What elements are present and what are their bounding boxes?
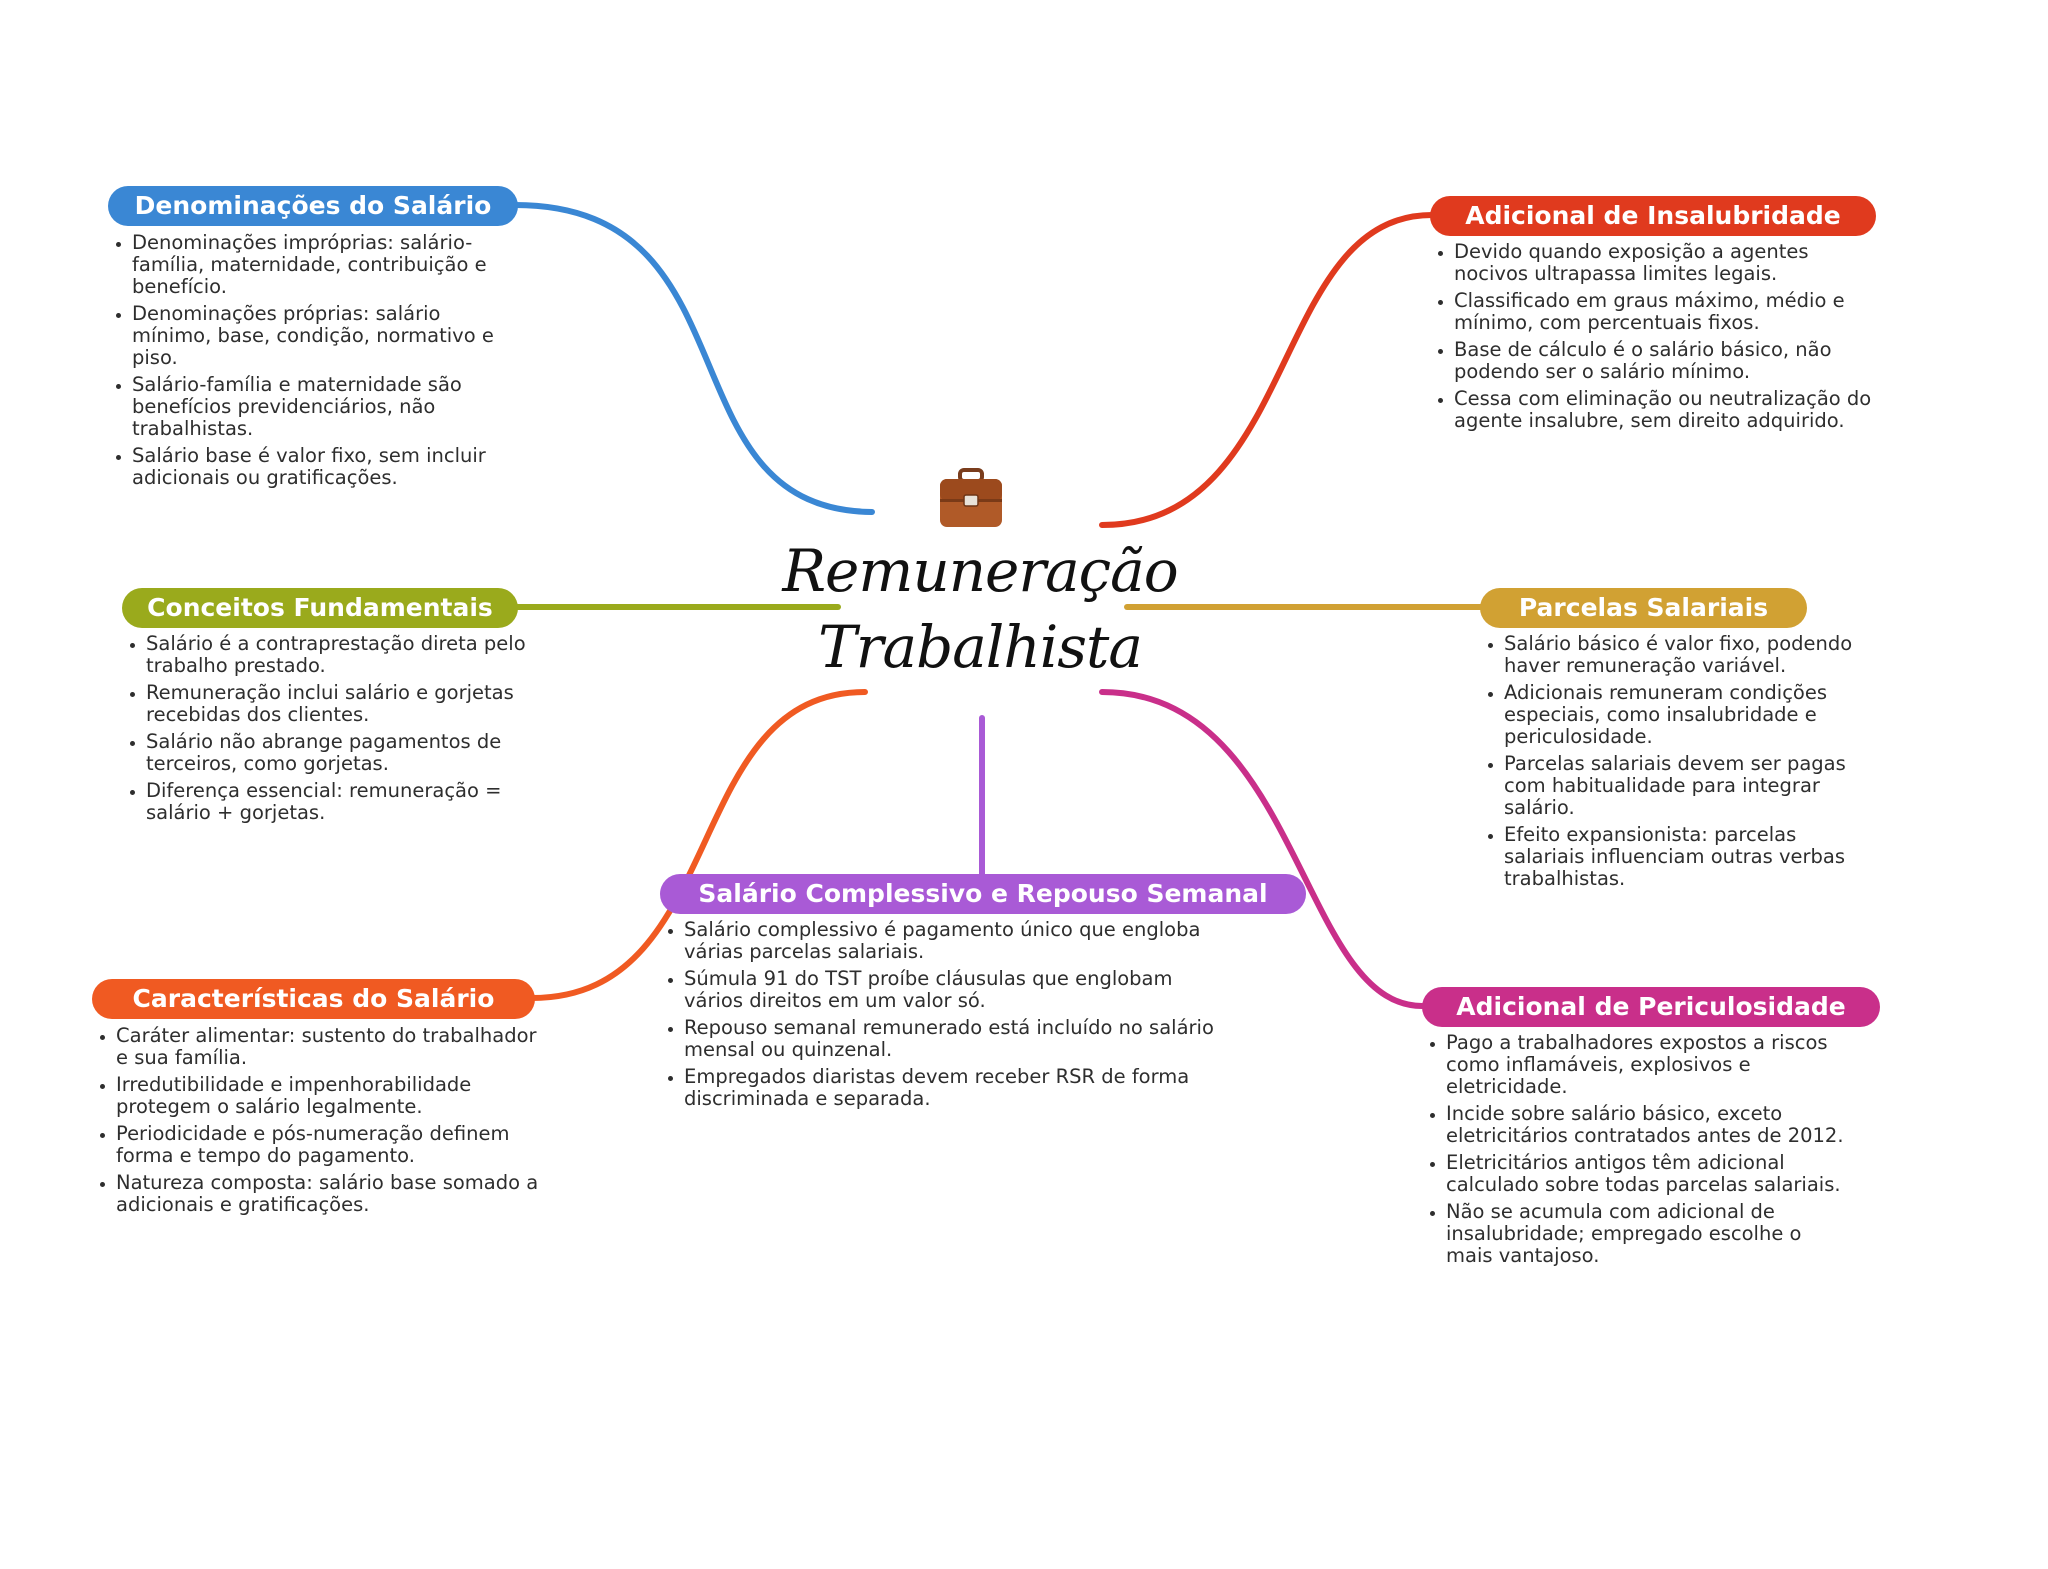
list-item: Periodicidade e pós-numeração definem fo… <box>116 1123 546 1167</box>
branch-label-conceitos[interactable]: Conceitos Fundamentais <box>122 588 518 628</box>
connector-caracteristicas <box>529 689 868 1001</box>
briefcase-icon <box>940 468 1002 527</box>
list-item: Irredutibilidade e impenhorabilidade pro… <box>116 1074 546 1118</box>
list-item: Base de cálculo é o salário básico, não … <box>1454 339 1874 383</box>
list-item: Classificado em graus máximo, médio e mí… <box>1454 290 1874 334</box>
list-item: Salário complessivo é pagamento único qu… <box>684 919 1224 963</box>
list-item: Cessa com eliminação ou neutralização do… <box>1454 388 1874 432</box>
list-item: Salário é a contraprestação direta pelo … <box>146 633 531 677</box>
connector-periculosidade <box>1099 689 1425 1009</box>
branch-label-denominacoes[interactable]: Denominações do Salário <box>108 186 518 226</box>
central-title-line1: Remuneração <box>782 537 1178 605</box>
list-item: Natureza composta: salário base somado a… <box>116 1172 546 1216</box>
list-item: Diferença essencial: remuneração = salár… <box>146 780 531 824</box>
list-item: Salário não abrange pagamentos de tercei… <box>146 731 531 775</box>
branch-label-complessivo[interactable]: Salário Complessivo e Repouso Semanal <box>660 874 1306 914</box>
branch-list-periculosidade: Pago a trabalhadores expostos a riscos c… <box>1422 1032 1846 1272</box>
list-item: Eletricitários antigos têm adicional cal… <box>1446 1152 1846 1196</box>
list-item: Adicionais remuneram condições especiais… <box>1504 682 1854 748</box>
list-item: Salário base é valor fixo, sem incluir a… <box>132 445 512 489</box>
list-item: Devido quando exposição a agentes nocivo… <box>1454 241 1874 285</box>
branch-label-periculosidade[interactable]: Adicional de Periculosidade <box>1422 987 1880 1027</box>
branch-list-parcelas: Salário básico é valor fixo, podendo hav… <box>1480 633 1854 895</box>
branch-label-parcelas[interactable]: Parcelas Salariais <box>1480 588 1807 628</box>
list-item: Pago a trabalhadores expostos a riscos c… <box>1446 1032 1846 1098</box>
list-item: Incide sobre salário básico, exceto elet… <box>1446 1103 1846 1147</box>
list-item: Súmula 91 do TST proíbe cláusulas que en… <box>684 968 1224 1012</box>
list-item: Caráter alimentar: sustento do trabalhad… <box>116 1025 546 1069</box>
list-item: Salário básico é valor fixo, podendo hav… <box>1504 633 1854 677</box>
connector-denominacoes <box>512 202 875 515</box>
list-item: Empregados diaristas devem receber RSR d… <box>684 1066 1224 1110</box>
branch-list-complessivo: Salário complessivo é pagamento único qu… <box>660 919 1224 1115</box>
central-title-line2: Trabalhista <box>818 613 1143 681</box>
branch-label-caracteristicas[interactable]: Características do Salário <box>92 979 535 1019</box>
list-item: Repouso semanal remunerado está incluído… <box>684 1017 1224 1061</box>
list-item: Parcelas salariais devem ser pagas com h… <box>1504 753 1854 819</box>
list-item: Efeito expansionista: parcelas salariais… <box>1504 824 1854 890</box>
list-item: Remuneração inclui salário e gorjetas re… <box>146 682 531 726</box>
list-item: Denominações impróprias: salário-família… <box>132 232 512 298</box>
connector-insalubridade <box>1099 212 1435 528</box>
list-item: Denominações próprias: salário mínimo, b… <box>132 303 512 369</box>
list-item: Salário-família e maternidade são benefí… <box>132 374 512 440</box>
branch-list-insalubridade: Devido quando exposição a agentes nocivo… <box>1430 241 1874 437</box>
branch-list-caracteristicas: Caráter alimentar: sustento do trabalhad… <box>92 1025 546 1221</box>
branch-list-denominacoes: Denominações impróprias: salário-família… <box>108 232 512 494</box>
branch-label-insalubridade[interactable]: Adicional de Insalubridade <box>1430 196 1876 236</box>
branch-list-conceitos: Salário é a contraprestação direta pelo … <box>122 633 531 829</box>
list-item: Não se acumula com adicional de insalubr… <box>1446 1201 1846 1267</box>
